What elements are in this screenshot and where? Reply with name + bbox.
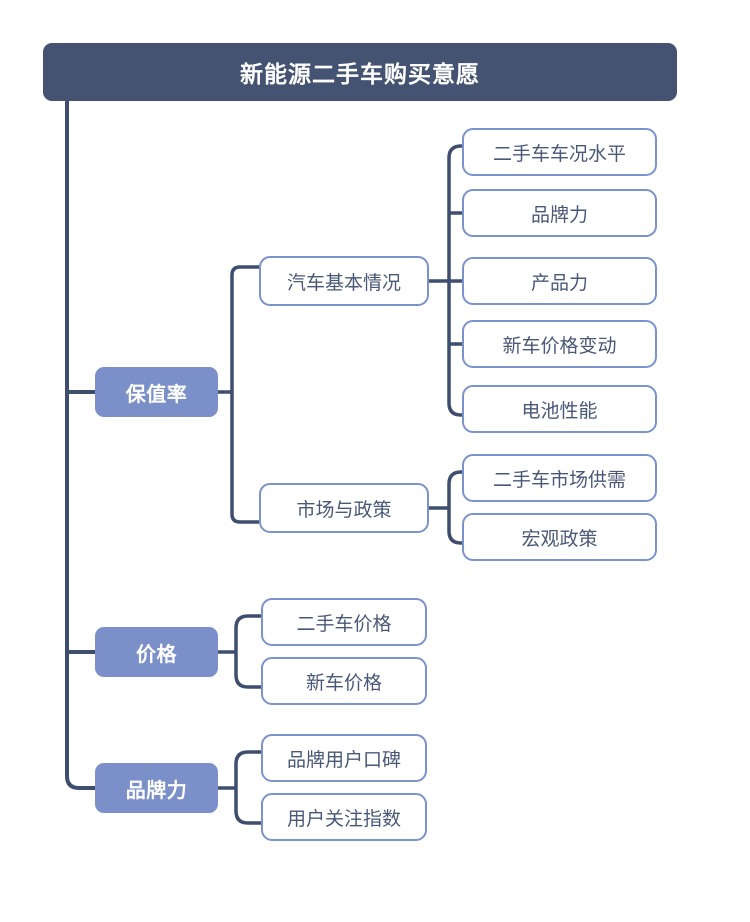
bracket-baozhilv — [218, 265, 259, 524]
branch-label-jiage: 价格 — [136, 641, 177, 666]
leaf-node-pinpaili-sub[interactable]: 品牌力 — [462, 189, 657, 237]
leaf-label-dianchi-xingneng: 电池性能 — [521, 399, 598, 422]
root-node-label: 新能源二手车购买意愿 — [240, 62, 480, 88]
sub-label-qiche-jiben: 汽车基本情况 — [286, 271, 401, 294]
leaf-node-ershouche-jiage[interactable]: 二手车价格 — [261, 598, 427, 646]
leaf-node-chanpinli[interactable]: 产品力 — [462, 257, 657, 305]
leaf-node-dianchi-xingneng[interactable]: 电池性能 — [462, 385, 657, 433]
leaf-node-pinpai-koubei[interactable]: 品牌用户口碑 — [261, 734, 427, 782]
leaf-node-xinche-jiage[interactable]: 新车价格 — [261, 657, 427, 705]
sub-node-shichang-zhengce[interactable]: 市场与政策 — [259, 483, 429, 533]
leaf-node-ershouche-chekuang[interactable]: 二手车车况水平 — [462, 128, 657, 176]
leaf-label-xinche-jiage: 新车价格 — [305, 671, 382, 694]
branch-node-jiage[interactable]: 价格 — [95, 627, 218, 677]
branch-label-pinpaili: 品牌力 — [125, 777, 188, 802]
leaf-node-ershouche-gongxu[interactable]: 二手车市场供需 — [462, 454, 657, 502]
bracket-pinpaili — [218, 750, 261, 825]
leaf-label-ershouche-gongxu: 二手车市场供需 — [492, 468, 626, 491]
bracket-qiche-jiben — [429, 144, 462, 417]
root-node-title[interactable]: 新能源二手车购买意愿 — [43, 43, 677, 101]
branch-node-baozhilv[interactable]: 保值率 — [95, 367, 218, 417]
leaf-label-ershouche-chekuang: 二手车车况水平 — [492, 142, 626, 165]
trunk-line — [65, 100, 95, 790]
sub-node-qiche-jiben[interactable]: 汽车基本情况 — [259, 256, 429, 306]
sub-label-shichang-zhengce: 市场与政策 — [296, 498, 392, 521]
leaf-label-yonghu-guanzhu: 用户关注指数 — [286, 807, 401, 830]
leaf-label-pinpaili-sub: 品牌力 — [530, 203, 588, 226]
leaf-label-chanpinli: 产品力 — [530, 271, 588, 294]
leaf-node-yonghu-guanzhu[interactable]: 用户关注指数 — [261, 793, 427, 841]
leaf-label-ershouche-jiage: 二手车价格 — [296, 612, 392, 635]
bracket-shichang-zhengce — [429, 470, 462, 545]
leaf-node-hongguan-zhengce[interactable]: 宏观政策 — [462, 513, 657, 561]
leaf-label-hongguan-zhengce: 宏观政策 — [521, 527, 598, 550]
branch-label-baozhilv: 保值率 — [125, 381, 188, 406]
leaf-node-xinche-jiage-biandong[interactable]: 新车价格变动 — [462, 320, 657, 368]
bracket-jiage — [218, 614, 261, 689]
leaf-label-pinpai-koubei: 品牌用户口碑 — [286, 748, 401, 771]
leaf-label-xinche-jiage-biandong: 新车价格变动 — [502, 334, 617, 357]
branch-node-pinpaili[interactable]: 品牌力 — [95, 763, 218, 813]
